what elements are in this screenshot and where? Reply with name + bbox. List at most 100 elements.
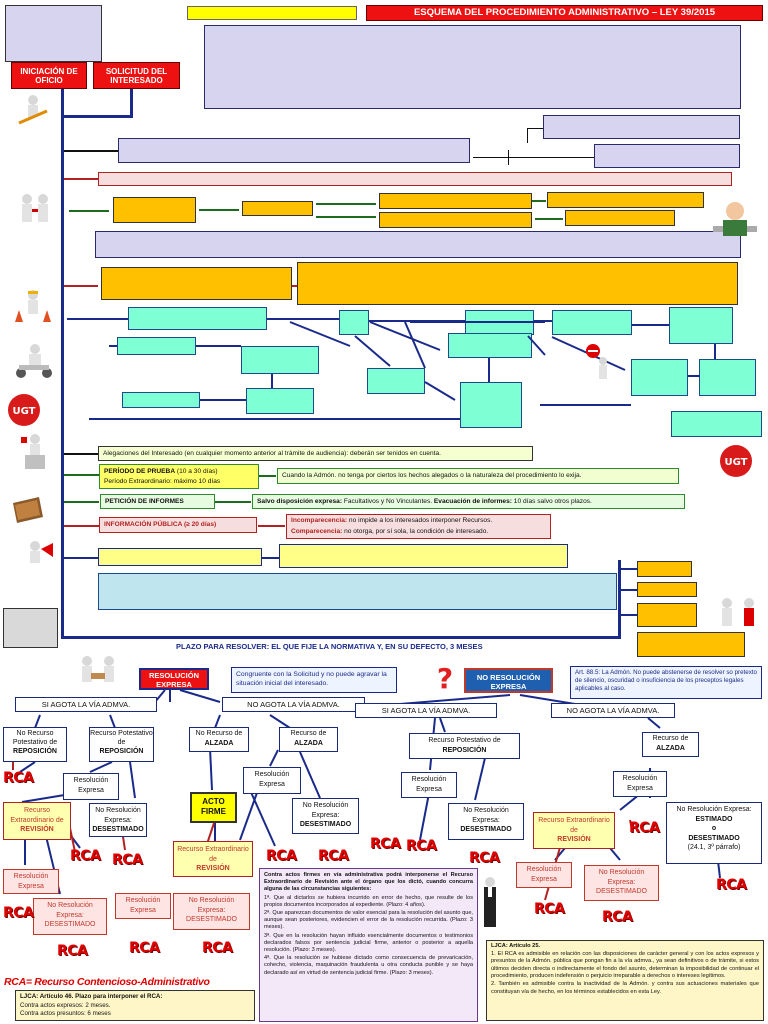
- desestimado-label: DESESTIMADO: [460, 826, 512, 833]
- revision-item-1: 1ª. Que al dictarlos se hubiera incurrid…: [264, 894, 473, 908]
- no-resol-expresa-label: No Resolución Expresa:: [676, 806, 752, 813]
- o-label: o: [711, 825, 717, 832]
- recurso-revision-right: Recurso Extraordinario de REVISIÓN: [533, 812, 615, 849]
- rca-label: RCA: [3, 770, 34, 786]
- gold-stack-3: [637, 603, 697, 627]
- rca-label: RCA: [629, 820, 660, 836]
- worker-figure-icon: [12, 92, 54, 128]
- resolucion-expresa-right2: Resolución Expresa: [613, 771, 667, 797]
- rca-label: RCA: [202, 940, 233, 956]
- recurso-extra-label: Recurso Extraordinario de: [177, 846, 249, 863]
- bottom-flow-line: [61, 636, 621, 639]
- revision-label: REVISIÓN: [557, 836, 591, 843]
- ugt-logo-left: UGT: [6, 392, 42, 428]
- no-resolucion-desest-rev-right: No Resolución Expresa: DESESTIMADO: [584, 865, 659, 901]
- lavender-box-right2: [594, 144, 740, 168]
- mint-box-8: [448, 333, 532, 358]
- yellow-tag: [187, 6, 357, 20]
- alzada-label: ALZADA: [656, 745, 685, 752]
- rca-label: RCA: [57, 943, 88, 959]
- gold-box-a: [113, 197, 196, 223]
- right-flow-line: [618, 560, 621, 639]
- gold-box-c: [379, 193, 532, 209]
- rca-label: RCA: [602, 909, 633, 925]
- mint-box-7: [241, 346, 319, 374]
- stop-sign-icon: [580, 342, 616, 384]
- desestimado-label: DESESTIMADO: [92, 826, 144, 833]
- mint-box-15: [671, 411, 762, 437]
- reposicion-label: REPOSICIÓN: [13, 748, 57, 755]
- rca-label: RCA: [406, 838, 437, 854]
- estimado-label: ESTIMADO: [695, 815, 733, 823]
- revision-item-3: 3ª. Que en la resolución hayan influido …: [264, 932, 473, 954]
- informes-note-bold-1: Salvo disposición expresa:: [257, 498, 343, 505]
- ljca25-p2: 2. También es admisible contra la inacti…: [491, 980, 759, 995]
- angry-man-icon: [710, 198, 760, 240]
- lavender-wide-box: [95, 231, 741, 258]
- no-resolucion-desestimado-right: No Resolución Expresa:DESESTIMADO: [448, 803, 524, 840]
- scooter-icon: [8, 340, 58, 380]
- revision-intro: Contra actos firmes en vía administrativ…: [264, 872, 473, 893]
- recurso-pot-label: Recurso Potestativo de: [90, 730, 153, 746]
- rca-label: RCA: [370, 836, 401, 852]
- lavender-box-row1: [118, 138, 470, 163]
- no-recurso-pot-label: No Recurso Potestativo de: [12, 730, 58, 746]
- megaphone-figure-icon: [22, 538, 58, 568]
- acto-firme: ACTO FIRME: [190, 792, 237, 823]
- question-mark-icon: ?: [430, 661, 460, 697]
- recurso-pot-label: Recurso Potestativo de: [428, 737, 501, 744]
- resolucion-expresa-right: Resolución Expresa: [401, 772, 457, 798]
- ljca25-p1: 1. El RCA es admisible en relación con l…: [491, 950, 759, 980]
- informacion-publica: INFORMACIÓN PÚBLICA (≥ 20 días): [99, 517, 257, 533]
- ljca25-box: LJCA: Artículo 25. 1. El RCA es admisibl…: [486, 940, 764, 1021]
- no-resol-expresa-label: No Resolución Expresa:: [95, 807, 141, 824]
- iniciacion-oficio: INICIACIÓN DE OFICIO: [11, 62, 87, 89]
- no-agota-right: NO AGOTA LA VÍA ADMVA.: [551, 703, 675, 718]
- revision-item-4: 4ª. Que la resolución se hubiese dictado…: [264, 955, 473, 976]
- gold-box-e: [547, 192, 704, 208]
- rca-label: RCA: [112, 852, 143, 868]
- mint-box-6: [117, 337, 196, 355]
- main-flow-line: [61, 89, 64, 637]
- judge-figure-icon: [478, 874, 502, 938]
- revision-label: REVISIÓN: [20, 826, 54, 833]
- mint-box-5: [669, 307, 733, 344]
- yellow-box-right: [279, 544, 568, 568]
- incomparecencia-label: Incomparecencia:: [291, 517, 348, 524]
- recurso-extra-label: Recurso Extraordinario de: [538, 817, 610, 834]
- informes-note: Salvo disposición expresa: Facultativos …: [252, 494, 685, 509]
- page-title: ESQUEMA DEL PROCEDIMIENTO ADMINISTRATIVO…: [366, 5, 763, 21]
- revision-label: REVISIÓN: [196, 865, 230, 872]
- ljca25-title: LJCA: Artículo 25.: [491, 943, 541, 949]
- gold-stack-2: [637, 582, 697, 597]
- plazo-resolver: PLAZO PARA RESOLVER: EL QUE FIJE LA NORM…: [176, 642, 483, 651]
- peticion-informes: PETICIÓN DE INFORMES: [100, 494, 215, 509]
- prueba-title: PERÍODO DE PRUEBA: [104, 468, 176, 475]
- desestimado-label: DESESTIMADO: [688, 834, 740, 842]
- expresa-note: Congruente con la Solicitud y no puede a…: [231, 667, 397, 693]
- incomparecencia-text: no impide a los interesados interponer R…: [347, 517, 493, 524]
- yellow-box-left: [98, 548, 262, 566]
- si-agota-left: SI AGOTA LA VÍA ADMVA.: [15, 697, 157, 712]
- connector-arrows: [289, 321, 700, 401]
- no-agota-left: NO AGOTA LA VÍA ADMVA.: [222, 697, 365, 712]
- mint-box-2: [339, 310, 369, 335]
- ljca46-box: LJCA: Artículo 46. Plazo para interponer…: [15, 990, 255, 1021]
- no-resolucion-desestimado-left: No Resolución Expresa: DESESTIMADO: [89, 803, 147, 837]
- svg-text:?: ?: [437, 662, 453, 695]
- si-agota-right: SI AGOTA LA VÍA ADMVA.: [355, 703, 497, 718]
- rca-label: RCA: [70, 848, 101, 864]
- gold-stack-1: [637, 561, 692, 577]
- ugt-logo-text: UGT: [725, 457, 748, 468]
- ljca46-title: LJCA: Artículo 46. Plazo para interponer…: [20, 993, 163, 1000]
- construction-worker-icon: [8, 285, 56, 325]
- revision-item-2: 2ª. Que aparezcan documentos de valor es…: [264, 910, 473, 931]
- prueba-range: (10 a 30 días): [176, 468, 218, 475]
- no-resol-expresa-label: No Resolución Expresa:: [302, 802, 349, 819]
- no-resolucion-desest-rev-left: No Resolución Expresa: DESESTIMADO: [33, 898, 107, 935]
